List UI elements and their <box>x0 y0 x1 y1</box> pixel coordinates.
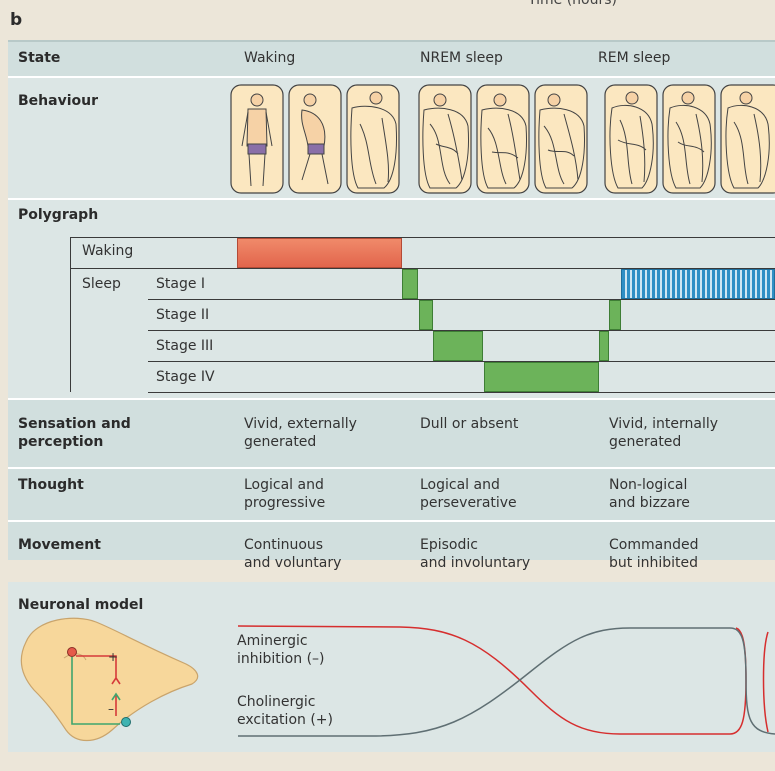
stage-2-bar-a <box>419 300 433 330</box>
thought-rem-2: and bizzare <box>609 494 690 512</box>
figure-rem-2 <box>662 84 716 194</box>
stage-4-bar <box>484 362 599 392</box>
figure-rem-1 <box>604 84 658 194</box>
aminergic-curve-rem <box>764 632 769 732</box>
sensation-waking-1: Vivid, externally <box>244 415 357 433</box>
polygraph-waking-label: Waking <box>82 242 133 260</box>
rem-bar <box>621 269 775 299</box>
state-waking: Waking <box>244 49 295 67</box>
aminergic-curve <box>238 626 746 734</box>
stage-1-baseline <box>148 299 775 300</box>
figure-waking-covered <box>346 84 400 194</box>
sensation-waking-2: generated <box>244 433 316 451</box>
stage-4-label: Stage IV <box>156 368 215 386</box>
state-heading: State <box>18 49 60 67</box>
state-nrem: NREM sleep <box>420 49 503 67</box>
thought-rem-1: Non-logical <box>609 476 687 494</box>
polygraph-top-line <box>70 237 775 238</box>
sensation-rem-1: Vivid, internally <box>609 415 718 433</box>
neuronal-curves <box>230 610 775 745</box>
figure-nrem-3 <box>534 84 588 194</box>
movement-nrem-2: and involuntary <box>420 554 530 572</box>
stage-2-bar-b <box>609 300 621 330</box>
figure-nrem-1 <box>418 84 472 194</box>
figure-waking-turning <box>288 84 342 194</box>
movement-rem-1: Commanded <box>609 536 698 554</box>
movement-rem-2: but inhibited <box>609 554 698 572</box>
stage-3-baseline <box>148 361 775 362</box>
figure-waking-supine <box>230 84 284 194</box>
minus-sign: – <box>108 700 114 718</box>
sensation-rem-2: generated <box>609 433 681 451</box>
movement-waking-2: and voluntary <box>244 554 341 572</box>
cholinergic-curve <box>238 628 775 736</box>
sensation-heading-line1: Sensation and <box>18 415 131 433</box>
polygraph-sleep-label: Sleep <box>82 275 121 293</box>
thought-waking-2: progressive <box>244 494 325 512</box>
stage-3-label: Stage III <box>156 337 213 355</box>
plus-sign: + <box>108 648 118 666</box>
brainstem-diagram <box>16 612 206 752</box>
stage-3-bar-a <box>433 331 483 361</box>
stage-2-label: Stage II <box>156 306 209 324</box>
panel-letter: b <box>10 10 22 30</box>
stage-1-bar-a <box>402 269 418 299</box>
sensation-heading-line2: perception <box>18 433 103 451</box>
thought-nrem-2: perseverative <box>420 494 517 512</box>
figure-nrem-2 <box>476 84 530 194</box>
movement-nrem-1: Episodic <box>420 536 478 554</box>
polygraph-heading: Polygraph <box>18 206 98 224</box>
behaviour-heading: Behaviour <box>18 92 98 110</box>
waking-bar <box>237 238 402 268</box>
stage-3-bar-b <box>599 331 609 361</box>
state-rem: REM sleep <box>598 49 670 67</box>
thought-waking-1: Logical and <box>244 476 324 494</box>
movement-waking-1: Continuous <box>244 536 323 554</box>
figure-rem-3 <box>720 84 775 194</box>
stage-4-baseline <box>148 392 775 393</box>
movement-heading: Movement <box>18 536 101 554</box>
thought-nrem-1: Logical and <box>420 476 500 494</box>
thought-heading: Thought <box>18 476 84 494</box>
polygraph-left-bracket <box>70 237 71 392</box>
time-axis-label: Time (hours) <box>528 0 617 8</box>
sensation-nrem-1: Dull or absent <box>420 415 518 433</box>
stage-1-label: Stage I <box>156 275 205 293</box>
